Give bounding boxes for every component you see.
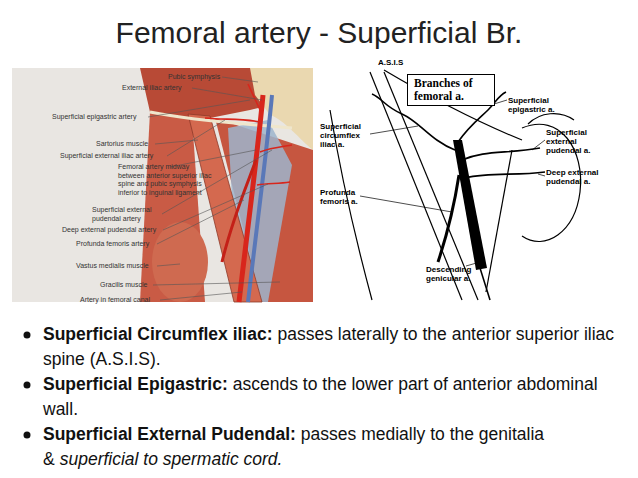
bullet-term: Superficial External Pudendal: — [43, 424, 296, 444]
bullet-dot — [24, 432, 31, 439]
part-label: Pubic symphysis — [168, 73, 228, 82]
leader-line — [167, 120, 225, 156]
part-label: Deep external pudendal a. — [546, 168, 606, 186]
box-text: Branches of femoral a. — [414, 77, 488, 103]
superficial-pudendal-vessel — [462, 148, 540, 160]
leader-line — [538, 174, 545, 176]
deep-pudendal-vessel — [465, 172, 545, 178]
adductor-border — [486, 150, 512, 292]
bullet-dot — [24, 382, 31, 389]
bullet-point: Superficial Circumflex iliac:passes late… — [43, 322, 628, 372]
part-label: Vastus medialis muscle — [76, 262, 160, 271]
femoral-artery-vessel — [453, 140, 487, 270]
part-label: Superficial circumflex iliac a. — [320, 122, 370, 149]
leader-line — [157, 200, 244, 244]
bullet-term: Superficial Circumflex iliac: — [43, 324, 273, 344]
part-label: Superficial external pudendal a. — [546, 128, 594, 155]
bullet-marks — [24, 332, 31, 439]
slide-title: Femoral artery - Superficial Br. — [0, 16, 638, 50]
part-label: Superficial external iliac artery — [60, 152, 170, 161]
leader-line — [157, 264, 180, 266]
leader-line — [153, 282, 280, 285]
circumflex-branch — [205, 118, 260, 122]
genital-outline — [528, 114, 574, 124]
part-label: Profunda femoris artery — [76, 240, 160, 249]
leader-line — [532, 140, 545, 150]
bullet-text: superficial to spermatic cord. — [60, 449, 283, 469]
bullet-point: Superficial Epigastric:ascends to the lo… — [43, 372, 628, 422]
part-label: A.S.I.S — [378, 58, 418, 67]
leader-line — [360, 196, 452, 212]
part-label: Gracilis muscle — [100, 281, 156, 290]
genicular-vessel — [480, 268, 490, 300]
vastus-medialis — [152, 222, 208, 302]
photo-background — [12, 68, 313, 302]
bullet-point: Superficial External Pudendal:passes med… — [43, 422, 628, 472]
pudendal-branch — [260, 145, 292, 152]
part-label: Superficial epigastric a. — [508, 96, 568, 114]
anatomy-photo — [12, 68, 313, 302]
part-label: Deep external pudendal artery — [62, 226, 166, 235]
deep-pudendal-branch — [257, 182, 290, 185]
part-label: Artery in femoral canal — [80, 296, 164, 305]
leader-line — [370, 126, 418, 134]
leader-line — [160, 292, 242, 300]
part-label: External iliac artery — [122, 84, 197, 93]
profunda-vessel — [438, 175, 459, 262]
line-diagram — [330, 70, 581, 300]
part-label: Sartorius muscle — [96, 140, 158, 149]
profunda-artery — [222, 160, 256, 262]
leader-line — [148, 100, 250, 117]
part-label: Superficial external pudendal artery — [92, 206, 164, 223]
part-label: Superficial epigastric artery — [52, 113, 152, 122]
part-label: Profunda femoris a. — [320, 188, 364, 206]
bullet-dot — [24, 332, 31, 339]
part-label: Descending genicular a. — [426, 265, 482, 283]
inguinal-ligament — [384, 70, 522, 140]
leader-line — [494, 100, 507, 104]
leader-line — [192, 88, 262, 100]
heading-box: Branches of femoral a. — [407, 74, 495, 106]
part-label: Femoral artery midway between anterior s… — [118, 163, 212, 197]
leader-line — [222, 77, 258, 82]
bullet-term: Superficial Epigastric: — [43, 374, 228, 394]
